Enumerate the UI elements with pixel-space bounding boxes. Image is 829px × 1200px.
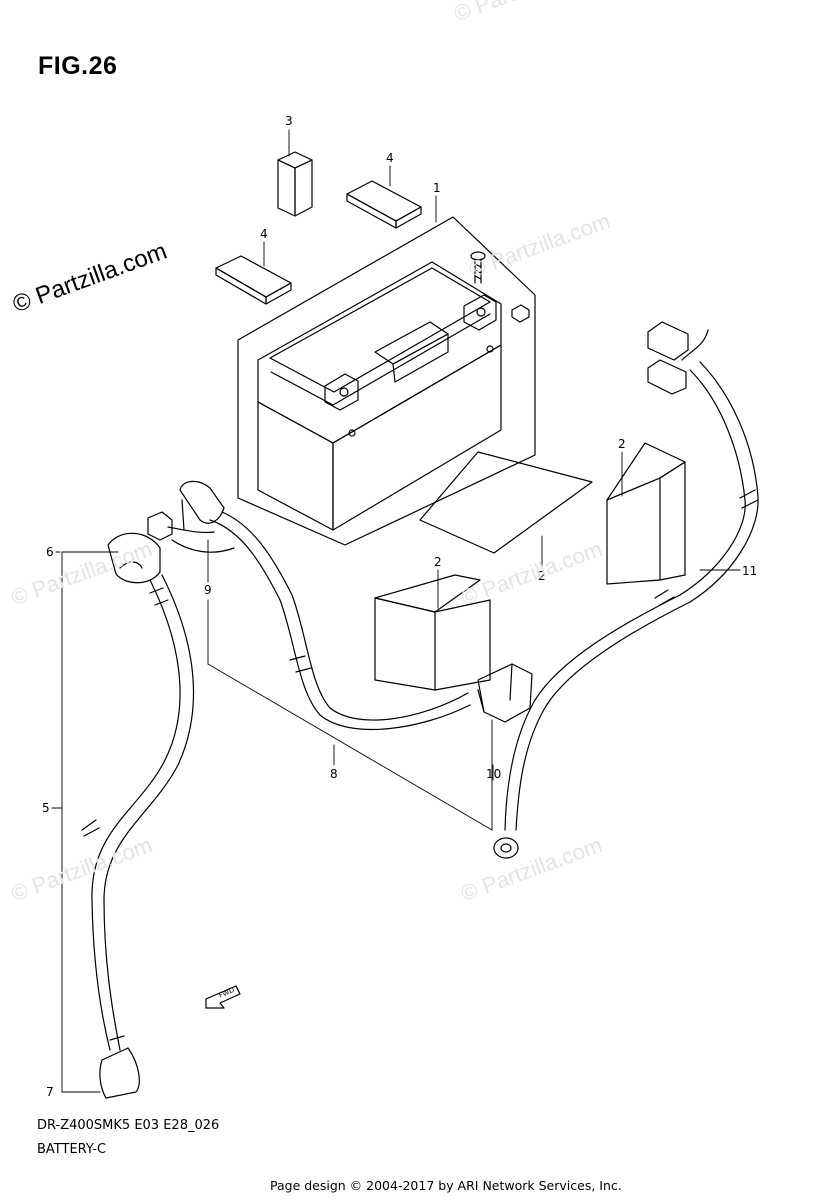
section-name: BATTERY-C xyxy=(37,1142,107,1157)
battery-sheet-part-2-right xyxy=(606,442,686,585)
battery-group-outline xyxy=(237,216,536,546)
callout-1: 1 xyxy=(433,181,441,195)
callout-9: 9 xyxy=(204,583,212,597)
fwd-arrow-icon: FWD xyxy=(205,985,241,1009)
battery-cable-part-11 xyxy=(493,321,759,859)
callout-2-flat: 2 xyxy=(538,569,546,583)
callout-10: 10 xyxy=(486,767,501,781)
battery-pad-part-3 xyxy=(277,151,313,217)
ring-terminal-lower xyxy=(493,837,519,859)
footer-copyright: Page design © 2004-2017 by ARI Network S… xyxy=(270,1178,622,1193)
battery-pad-part-4-lower xyxy=(215,255,292,305)
battery-part-1 xyxy=(257,261,502,531)
ring-terminal-upper xyxy=(647,359,687,395)
callout-4-lower: 4 xyxy=(260,227,268,241)
terminal-boot-part-6 xyxy=(107,532,161,584)
terminal-bolt xyxy=(470,251,486,284)
battery-cable-part-5 xyxy=(81,574,195,1051)
leader-lines xyxy=(61,129,741,1093)
connector-plug xyxy=(647,321,689,361)
callout-3: 3 xyxy=(285,114,293,128)
callout-5: 5 xyxy=(42,801,50,815)
callout-6: 6 xyxy=(46,545,54,559)
terminal-cover-part-10 xyxy=(477,663,533,723)
terminal-nut xyxy=(511,304,530,323)
callout-11: 11 xyxy=(742,564,757,578)
terminal-boot-part-7 xyxy=(99,1035,140,1099)
figure-title: FIG.26 xyxy=(38,52,118,80)
callout-2-right: 2 xyxy=(618,437,626,451)
terminal-negative xyxy=(324,373,359,411)
battery-sheet-part-2-lower xyxy=(374,574,491,691)
callout-8: 8 xyxy=(330,767,338,781)
callout-7: 7 xyxy=(46,1085,54,1099)
battery-pad-part-4-upper xyxy=(346,180,422,229)
callout-2-lower: 2 xyxy=(434,555,442,569)
terminal-positive xyxy=(463,294,497,331)
diagram-code: DR-Z400SMK5 E03 E28_026 xyxy=(37,1118,220,1133)
battery-sheet-part-2-flat xyxy=(419,451,593,554)
battery-cable-part-8 xyxy=(147,480,471,731)
callout-4-upper: 4 xyxy=(386,151,394,165)
